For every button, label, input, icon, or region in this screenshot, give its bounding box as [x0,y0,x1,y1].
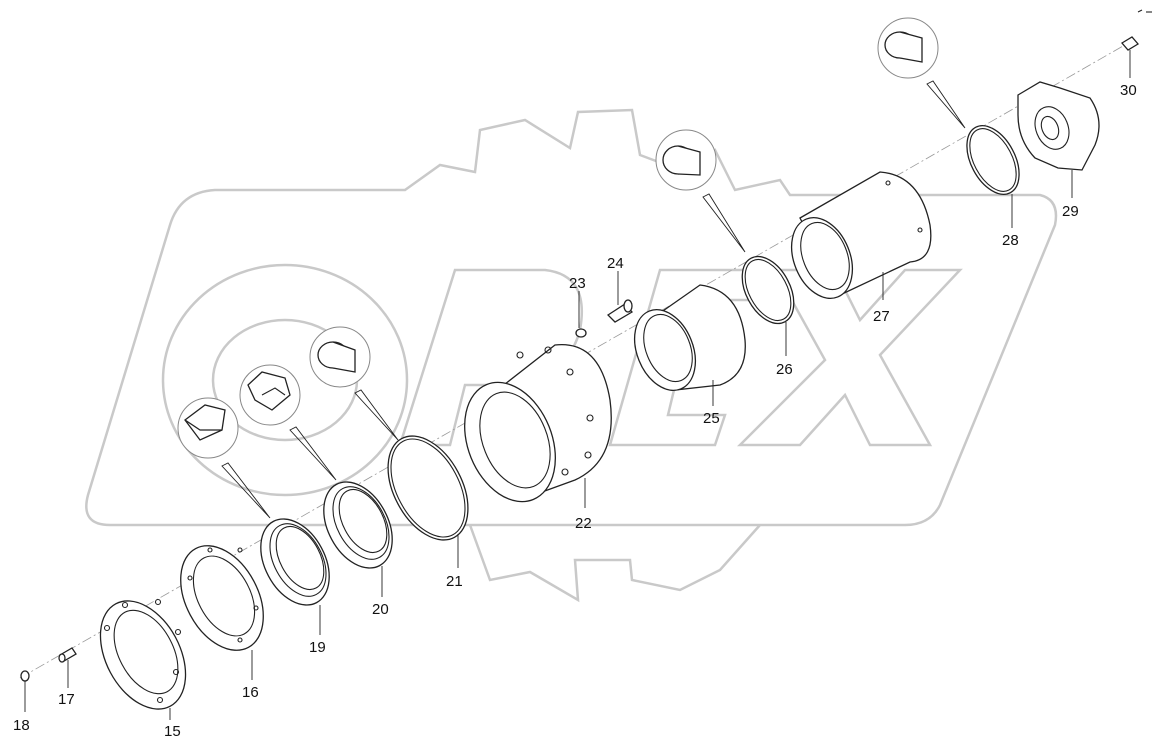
label-23: 23 [569,275,586,292]
part-22-hub [464,344,612,508]
part-25-sleeve [633,284,746,406]
part-29-castle-nut [1017,81,1100,198]
part-15-flange-cover [99,598,187,720]
part-16-gasket [180,545,264,680]
label-24: 24 [607,255,624,272]
label-15: 15 [164,723,181,740]
part-20-seal [323,481,393,597]
part-30-fitting [1121,36,1139,78]
detail-bubble-left [177,397,271,519]
label-19: 19 [309,639,326,656]
part-27-shaft-sleeve [790,171,932,300]
part-28-ring [966,125,1020,228]
part-21-o-ring [387,435,469,568]
label-25: 25 [703,410,720,427]
label-27: 27 [873,308,890,325]
label-18: 18 [13,717,30,734]
part-23-clip [575,291,587,338]
label-17: 17 [58,691,75,708]
label-21: 21 [446,573,463,590]
label-20: 20 [372,601,389,618]
label-30: 30 [1120,82,1137,99]
label-28: 28 [1002,232,1019,249]
part-19-seal [260,518,330,635]
detail-bubble-upper [309,326,399,441]
part-24-bolt [606,271,634,323]
part-labels: 15 16 17 18 19 20 21 22 23 24 25 26 27 2… [13,82,1137,740]
detail-bubble-top [877,17,966,129]
detail-bubble-mid [239,364,337,481]
corner-mark [1137,9,1152,13]
detail-bubble-right [655,129,746,253]
label-16: 16 [242,684,259,701]
label-29: 29 [1062,203,1079,220]
part-17-bolt [58,647,77,688]
part-26-o-ring [741,255,795,356]
part-18-plug [20,670,30,712]
label-22: 22 [575,515,592,532]
label-26: 26 [776,361,793,378]
